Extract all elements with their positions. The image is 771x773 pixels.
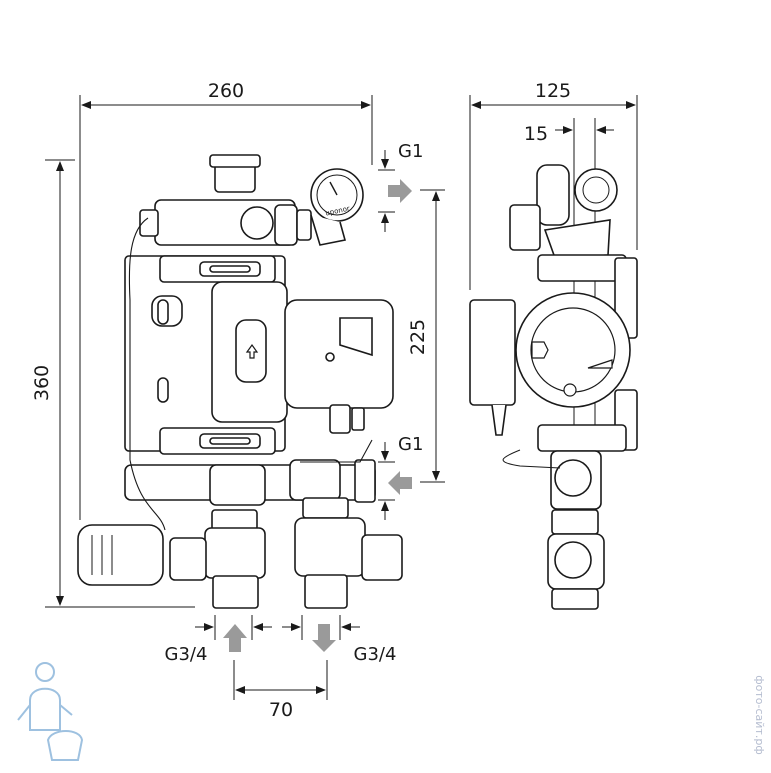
thermostatic-actuator (77, 524, 164, 586)
dim-width-side: 125 (535, 80, 571, 102)
dim-width-front: 260 (208, 80, 244, 102)
dim-offset-side: 15 (524, 123, 548, 145)
flow-in-arrow-icon (388, 471, 412, 495)
front-view (77, 154, 403, 609)
plumber-mascot-logo (17, 662, 84, 761)
dim-height-ports: 225 (407, 319, 429, 355)
thread-bottom-left: G3/4 (165, 644, 208, 665)
thread-top-outlet: G1 (398, 141, 423, 162)
dim-height-total: 360 (31, 365, 53, 401)
flow-out-arrow-icon (388, 179, 412, 203)
flow-up-arrow-icon (223, 624, 247, 652)
thread-return-inlet: G1 (398, 434, 423, 455)
pump-head (284, 299, 394, 409)
side-view (469, 164, 638, 610)
dim-port-spacing: 70 (269, 699, 293, 721)
flow-down-arrow-icon (312, 624, 336, 652)
dimension-lines (45, 95, 638, 700)
thread-bottom-right: G3/4 (354, 644, 397, 665)
flow-arrows (223, 179, 412, 652)
watermark-text: фото-сайт.рф (753, 675, 766, 754)
